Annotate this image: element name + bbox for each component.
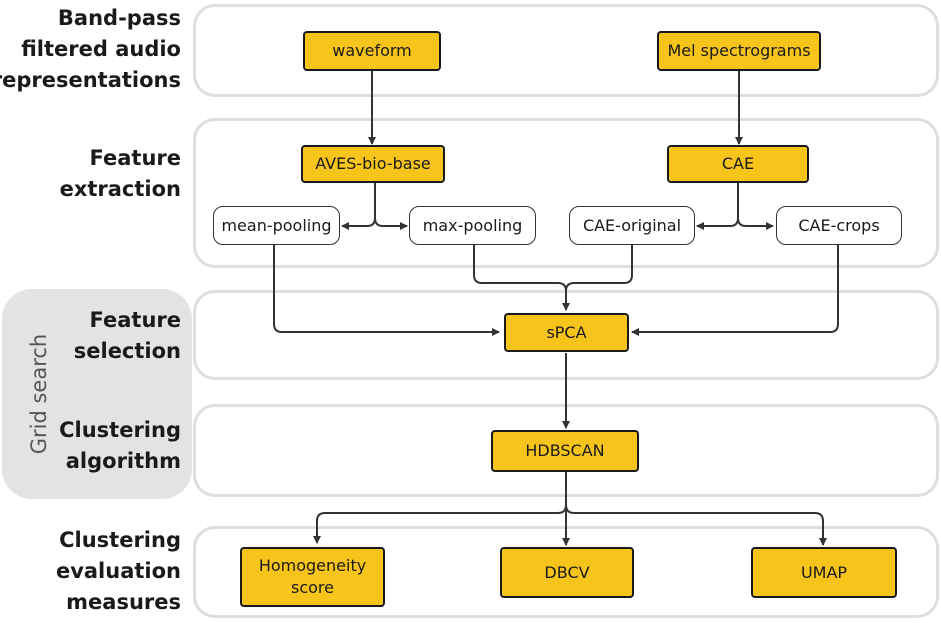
stage-label-feature-selection: Feature selection xyxy=(74,305,181,367)
stage-label-feature-extraction: Feature extraction xyxy=(60,143,181,205)
arrow-hdbscan-to-umap xyxy=(565,504,827,546)
stage-label-line: filtered audio xyxy=(21,37,181,61)
node-aves-bio-base: AVES-bio-base xyxy=(301,145,445,183)
stage-label-input: Band-pass filtered audio representations xyxy=(0,3,181,96)
arrow-cae-original-to-spca xyxy=(565,245,633,292)
node-homogeneity-score: Homogeneity score xyxy=(240,547,385,607)
node-hdbscan: HDBSCAN xyxy=(491,430,639,472)
stage-label-line: selection xyxy=(73,339,181,363)
stage-label-line: Clustering xyxy=(59,528,181,552)
node-spca: sPCA xyxy=(504,313,629,352)
node-cae-original: CAE-original xyxy=(569,206,695,245)
stage-label-line: Feature xyxy=(89,146,182,170)
arrow-aves-to-mean-pooling xyxy=(341,181,376,230)
node-cae-crops: CAE-crops xyxy=(776,206,902,245)
stage-label-clustering-algorithm: Clustering algorithm xyxy=(59,415,181,477)
arrow-aves-to-max-pooling xyxy=(374,181,408,230)
stage-label-line: Clustering xyxy=(59,418,181,442)
arrow-cae-to-cae-crops xyxy=(737,182,774,230)
stage-label-line: algorithm xyxy=(65,449,181,473)
node-mel-spectrograms: Mel spectrograms xyxy=(657,31,821,71)
stage-label-line: extraction xyxy=(59,177,181,201)
stage-label-line: representations xyxy=(0,68,181,92)
arrow-hdbscan-to-homogeneity xyxy=(313,472,567,544)
node-mean-pooling: mean-pooling xyxy=(213,206,340,245)
stage-label-line: evaluation xyxy=(55,559,181,583)
arrow-max-pooling-to-spca xyxy=(473,245,570,311)
grid-search-band xyxy=(2,289,192,499)
stage-label-line: measures xyxy=(66,590,181,614)
arrow-cae-to-cae-original xyxy=(696,182,739,230)
stage-label-line: Feature xyxy=(89,308,182,332)
stage-label-evaluation: Clustering evaluation measures xyxy=(56,525,181,618)
arrow-cae-crops-to-spca xyxy=(631,245,839,336)
arrow-mean-pooling-to-spca xyxy=(273,245,500,336)
node-max-pooling: max-pooling xyxy=(409,206,536,245)
node-dbcv: DBCV xyxy=(500,547,634,598)
node-waveform: waveform xyxy=(303,31,441,71)
node-cae: CAE xyxy=(667,145,809,183)
node-umap: UMAP xyxy=(751,547,897,598)
stage-label-line: Band-pass xyxy=(57,6,181,30)
